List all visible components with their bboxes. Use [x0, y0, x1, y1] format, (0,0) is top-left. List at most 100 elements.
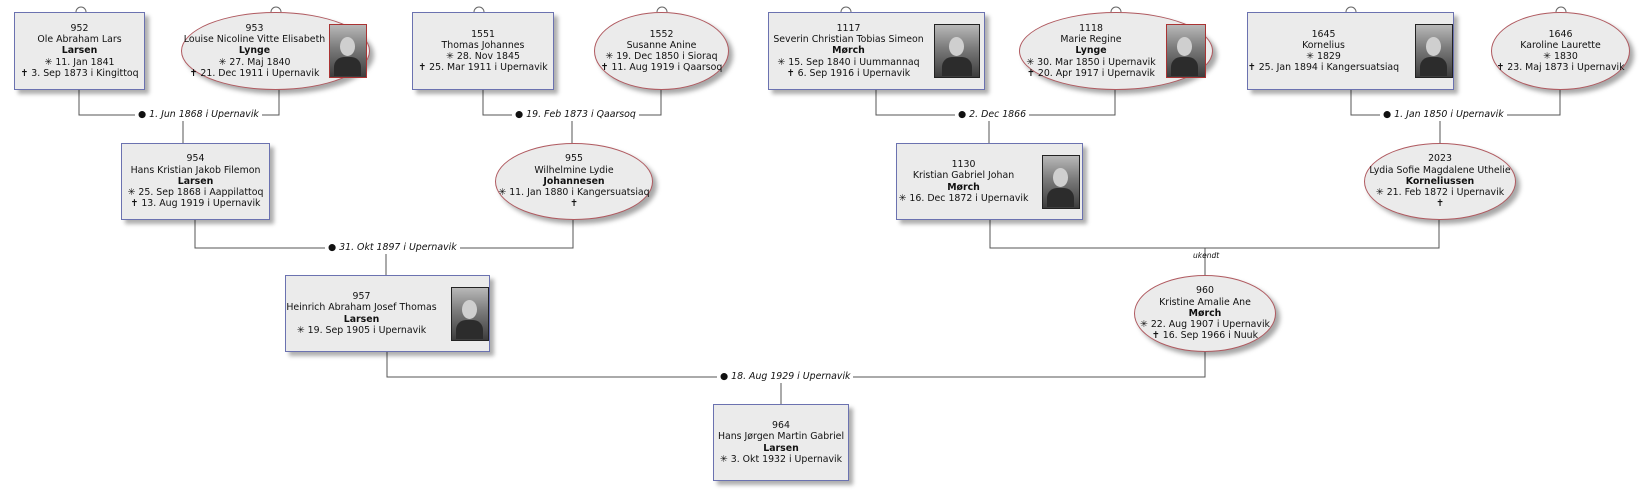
- person-death: ✝ 13. Aug 1919 i Upernavik: [130, 198, 261, 210]
- person-death: ✝ 11. Aug 1919 i Qaarsoq: [600, 62, 723, 74]
- marriage-label-1117-1118: ● 2. Dec 1866: [955, 109, 1030, 121]
- marriage-label-1551-1552: ● 19. Feb 1873 i Qaarsoq: [512, 109, 639, 121]
- person-id: 964: [772, 420, 790, 432]
- person-surname: Larsen: [763, 442, 799, 454]
- marriage-date: 2. Dec 1866: [969, 109, 1027, 120]
- person-given-name: Lydia Sofie Magdalene Uthelie: [1369, 164, 1511, 176]
- person-birth: ✳ 15. Sep 1840 i Uummannaq: [777, 56, 920, 68]
- person-960[interactable]: 960 Kristine Amalie Ane Mørch ✳ 22. Aug …: [1134, 275, 1276, 352]
- person-death: ✝: [570, 198, 578, 210]
- person-id: 957: [352, 291, 371, 303]
- person-death: ✝ 6. Sep 1916 i Upernavik: [786, 67, 911, 79]
- person-birth: ✳ 11. Jan 1841: [44, 56, 115, 68]
- person-1645[interactable]: 1645 Kornelius ✳ 1829 ✝ 25. Jan 1894 i K…: [1247, 12, 1454, 90]
- person-death: ✝ 3. Sep 1873 i Kingittoq: [20, 67, 139, 79]
- person-surname: Korneliussen: [1405, 175, 1475, 187]
- person-id: 1130: [951, 159, 976, 171]
- person-id: 2023: [1428, 153, 1452, 165]
- person-surname: Johannesen: [543, 175, 605, 187]
- person-1118[interactable]: 1118 Marie Regine Lynge ✳ 30. Mar 1850 i…: [1019, 12, 1213, 90]
- person-surname: Larsen: [177, 175, 214, 187]
- person-id: 1552: [649, 28, 674, 40]
- person-surname: Mørch: [947, 181, 980, 193]
- person-id: 1646: [1548, 28, 1573, 40]
- person-death: ✝ 23. Maj 1873 i Upernavik: [1496, 62, 1625, 74]
- person-given-name: Hans Kristian Jakob Filemon: [130, 164, 261, 176]
- marriage-date: 19. Feb 1873 i Qaarsoq: [526, 109, 636, 120]
- person-birth: ✳ 21. Feb 1872 i Upernavik: [1375, 187, 1505, 199]
- person-given-name: Heinrich Abraham Josef Thomas: [286, 302, 437, 314]
- person-1646[interactable]: 1646 Karoline Laurette ✳ 1830 ✝ 23. Maj …: [1491, 12, 1630, 90]
- person-photo: [1042, 154, 1081, 209]
- marriage-dot-icon: ●: [138, 109, 147, 120]
- person-given-name: Ole Abraham Lars: [37, 34, 122, 46]
- person-birth: ✳ 1830: [1543, 51, 1578, 62]
- person-birth: ✳ 25. Sep 1868 i Aappilattoq: [127, 187, 264, 199]
- person-952[interactable]: 952 Ole Abraham Lars Larsen ✳ 11. Jan 18…: [14, 12, 145, 90]
- marriage-date: 1. Jan 1850 i Upernavik: [1394, 109, 1504, 120]
- person-birth: ✳ 19. Dec 1850 i Sioraq: [605, 51, 718, 62]
- person-surname: Mørch: [1188, 307, 1222, 319]
- person-death: ✝ 16. Sep 1966 i Nuuk: [1151, 330, 1259, 342]
- person-birth: ✳ 16. Dec 1872 i Upernavik: [898, 192, 1029, 204]
- person-957[interactable]: 957 Heinrich Abraham Josef Thomas Larsen…: [285, 275, 490, 352]
- person-birth: ✳ 1829: [1306, 51, 1341, 62]
- person-id: 955: [565, 153, 583, 165]
- marriage-date: 31. Okt 1897 i Upernavik: [339, 242, 457, 253]
- person-given-name: Marie Regine: [1060, 34, 1122, 46]
- person-birth: ✳ 22. Aug 1907 i Upernavik: [1140, 319, 1270, 331]
- person-id: 1551: [471, 28, 495, 40]
- person-given-name: Severin Christian Tobias Simeon: [773, 34, 924, 46]
- person-given-name: Thomas Johannes: [441, 39, 525, 51]
- person-1551[interactable]: 1551 Thomas Johannes ✳ 28. Nov 1845 ✝ 25…: [412, 12, 554, 90]
- person-birth: ✳ 28. Nov 1845: [446, 51, 520, 62]
- person-birth: ✳ 27. Maj 1840: [218, 56, 291, 68]
- person-birth: ✳ 3. Okt 1932 i Upernavik: [719, 453, 843, 465]
- marriage-dot-icon: ●: [958, 109, 967, 120]
- person-given-name: Kornelius: [1302, 39, 1345, 51]
- marriage-label-1645-1646: ● 1. Jan 1850 i Upernavik: [1380, 109, 1507, 121]
- person-given-name: Kristian Gabriel Johan: [912, 170, 1015, 182]
- person-953[interactable]: 953 Louise Nicoline Vitte Elisabeth Lyng…: [181, 12, 370, 90]
- person-given-name: Susanne Anine: [626, 39, 697, 51]
- person-surname: Mørch: [832, 45, 865, 57]
- person-photo: [329, 24, 368, 78]
- person-given-name: Karoline Laurette: [1520, 39, 1601, 51]
- person-photo: [1165, 24, 1206, 78]
- person-surname: Larsen: [61, 45, 98, 57]
- person-1552[interactable]: 1552 Susanne Anine ✳ 19. Dec 1850 i Sior…: [594, 12, 729, 90]
- marriage-dot-icon: ●: [515, 109, 524, 120]
- person-surname: Larsen: [343, 313, 380, 325]
- person-given-name: Wilhelmine Lydie: [534, 164, 614, 176]
- person-death: ✝: [1436, 198, 1444, 210]
- person-surname: Lynge: [238, 45, 271, 57]
- person-given-name: Louise Nicoline Vitte Elisabeth: [183, 34, 326, 46]
- person-photo: [450, 286, 489, 341]
- marriage-dot-icon: ●: [328, 242, 337, 253]
- person-1117[interactable]: 1117 Severin Christian Tobias Simeon Mør…: [768, 12, 985, 90]
- person-id: 953: [245, 22, 264, 34]
- person-1130[interactable]: 1130 Kristian Gabriel Johan Mørch ✳ 16. …: [896, 143, 1083, 220]
- person-954[interactable]: 954 Hans Kristian Jakob Filemon Larsen ✳…: [121, 143, 270, 220]
- person-id: 954: [186, 153, 205, 165]
- person-964[interactable]: 964 Hans Jørgen Martin Gabriel Larsen ✳ …: [713, 404, 849, 481]
- person-birth: ✳ 30. Mar 1850 i Upernavik: [1026, 56, 1156, 68]
- person-id: 1117: [836, 22, 861, 34]
- marriage-dot-icon: ●: [1383, 109, 1392, 120]
- marriage-label-952-953: ● 1. Jun 1868 i Upernavik: [135, 109, 262, 121]
- person-id: 1645: [1311, 28, 1336, 40]
- marriage-date: 18. Aug 1929 i Upernavik: [731, 371, 851, 382]
- person-given-name: Hans Jørgen Martin Gabriel: [717, 431, 845, 443]
- person-photo: [933, 24, 980, 78]
- person-955[interactable]: 955 Wilhelmine Lydie Johannesen ✳ 11. Ja…: [495, 143, 653, 220]
- person-id: 960: [1196, 285, 1214, 297]
- person-photo: [1415, 24, 1454, 78]
- marriage-label-1130-2023: ukendt: [1193, 251, 1220, 260]
- marriage-label-954-955: ● 31. Okt 1897 i Upernavik: [325, 242, 460, 254]
- person-id: 952: [70, 22, 89, 34]
- person-2023[interactable]: 2023 Lydia Sofie Magdalene Uthelie Korne…: [1364, 143, 1516, 220]
- person-death: ✝ 25. Mar 1911 i Upernavik: [418, 62, 548, 74]
- person-given-name: Kristine Amalie Ane: [1159, 296, 1251, 308]
- marriage-label-957-960: ● 18. Aug 1929 i Upernavik: [717, 371, 854, 383]
- marriage-dot-icon: ●: [720, 371, 729, 382]
